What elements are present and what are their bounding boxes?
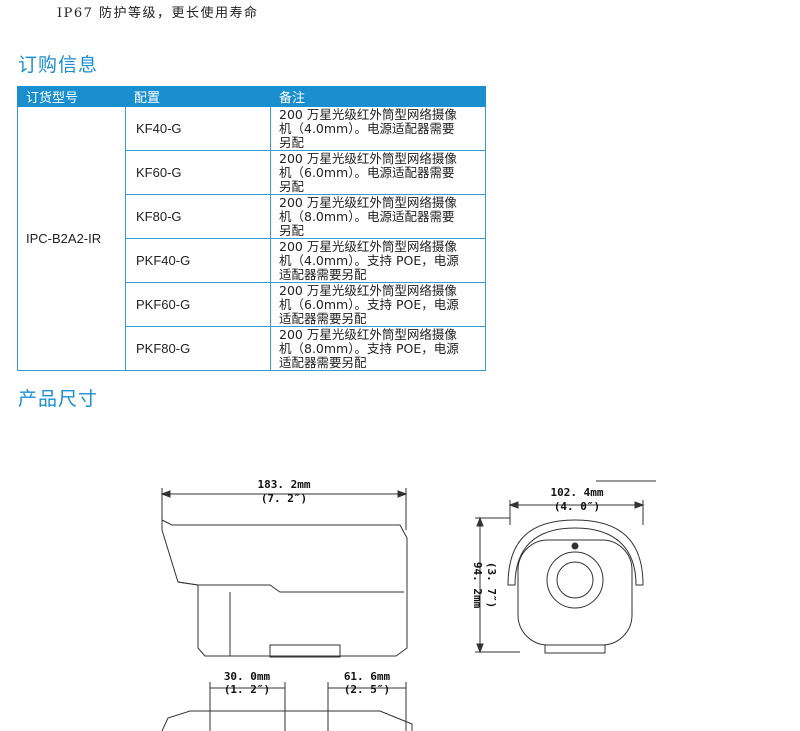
note-line: 另配 bbox=[279, 179, 305, 194]
note-line: 200 万星光级红外筒型网络摄像 bbox=[279, 239, 457, 254]
note-cell: 200 万星光级红外筒型网络摄像机（4.0mm）。电源适配器需要另配 bbox=[270, 106, 486, 151]
note-line: 另配 bbox=[279, 135, 305, 150]
front-width-mm: 102. 4mm bbox=[551, 486, 604, 499]
note-line: 适配器需要另配 bbox=[279, 355, 367, 370]
note-line: 机（8.0mm）。电源适配器需要 bbox=[279, 209, 455, 224]
intro-text: IP67 防护等级，更长使用寿命 bbox=[57, 6, 259, 21]
bottom-left-mm: 30. 0mm bbox=[224, 670, 271, 683]
header-note: 备注 bbox=[270, 86, 486, 107]
note-line: 另配 bbox=[279, 223, 305, 238]
note-line: 200 万星光级红外筒型网络摄像 bbox=[279, 151, 457, 166]
side-arrow-right bbox=[397, 490, 408, 498]
front-width-in: (4. 0″) bbox=[554, 500, 600, 513]
side-length-mm: 183. 2mm bbox=[258, 478, 311, 491]
front-view-visor bbox=[507, 519, 644, 586]
order-info-heading: 订购信息 bbox=[18, 54, 99, 76]
header-model: 订货型号 bbox=[17, 86, 126, 107]
side-view-visor-line bbox=[177, 581, 404, 593]
front-arrow-left bbox=[508, 501, 519, 509]
config-cell: PKF60-G bbox=[125, 282, 271, 327]
note-line: 适配器需要另配 bbox=[279, 267, 367, 282]
bottom-left-in: (1. 2″) bbox=[224, 683, 270, 696]
bottom-right-in: (2. 5″) bbox=[344, 683, 390, 696]
side-length-in: (7. 2″) bbox=[261, 492, 307, 505]
front-view-mount bbox=[544, 644, 606, 654]
note-cell: 200 万星光级红外筒型网络摄像机（4.0mm）。支持 POE，电源适配器需要另… bbox=[270, 238, 486, 283]
order-table-header-row: 订货型号 配置 备注 bbox=[17, 86, 486, 107]
front-height-in: (3. 7″) bbox=[485, 562, 498, 608]
note-cell: 200 万星光级红外筒型网络摄像机（8.0mm）。电源适配器需要另配 bbox=[270, 194, 486, 239]
side-arrow-left bbox=[160, 490, 171, 498]
config-cell: PKF40-G bbox=[125, 238, 271, 283]
front-view-lens-inner bbox=[556, 561, 594, 599]
note-cell: 200 万星光级红外筒型网络摄像机（8.0mm）。支持 POE，电源适配器需要另… bbox=[270, 326, 486, 371]
note-line: 适配器需要另配 bbox=[279, 311, 367, 326]
front-arrow-top bbox=[476, 516, 484, 527]
note-line: 200 万星光级红外筒型网络摄像 bbox=[279, 195, 457, 210]
note-line: 机（4.0mm）。支持 POE，电源 bbox=[279, 253, 459, 268]
note-line: 机（8.0mm）。支持 POE，电源 bbox=[279, 341, 459, 356]
front-view-lens-outer bbox=[546, 551, 604, 609]
front-arrow-bottom bbox=[476, 643, 484, 654]
note-line: 机（6.0mm）。支持 POE，电源 bbox=[279, 297, 459, 312]
front-height-mm: 94. 2mm bbox=[471, 562, 484, 609]
header-config: 配置 bbox=[125, 86, 271, 107]
config-cell: PKF80-G bbox=[125, 326, 271, 371]
note-line: 200 万星光级红外筒型网络摄像 bbox=[279, 107, 457, 122]
note-line: 机（4.0mm）。电源适配器需要 bbox=[279, 121, 455, 136]
dimensions-heading: 产品尺寸 bbox=[18, 388, 99, 410]
note-line: 200 万星光级红外筒型网络摄像 bbox=[279, 327, 457, 342]
side-view-camera bbox=[161, 519, 408, 657]
front-view-body bbox=[517, 539, 633, 646]
note-line: 200 万星光级红外筒型网络摄像 bbox=[279, 283, 457, 298]
config-cell: KF60-G bbox=[125, 150, 271, 195]
note-line: 机（6.0mm）。电源适配器需要 bbox=[279, 165, 455, 180]
bottom-view-camera bbox=[161, 710, 413, 731]
note-cell: 200 万星光级红外筒型网络摄像机（6.0mm）。支持 POE，电源适配器需要另… bbox=[270, 282, 486, 327]
front-arrow-right bbox=[634, 501, 645, 509]
front-view-sensor bbox=[571, 542, 579, 550]
bottom-right-mm: 61. 6mm bbox=[344, 670, 391, 683]
side-view-mount bbox=[269, 644, 341, 658]
